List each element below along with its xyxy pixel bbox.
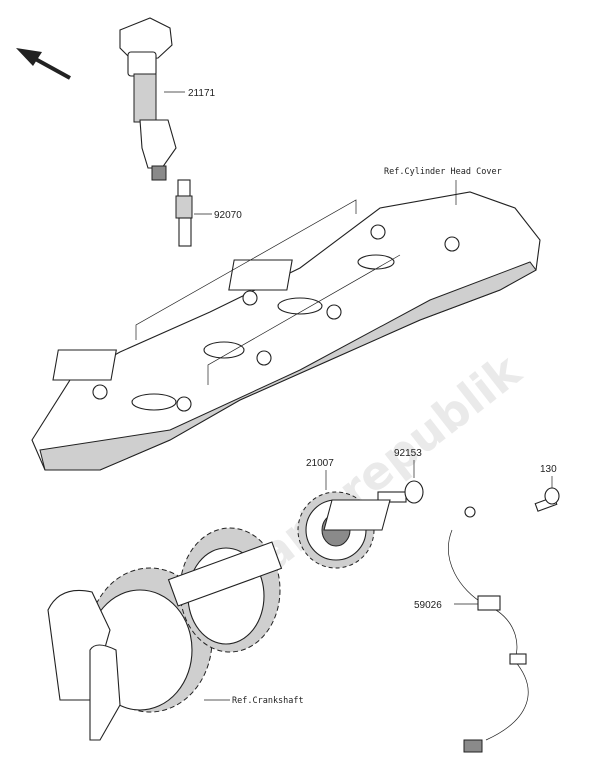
crankshaft-sensor[interactable] [323, 499, 529, 753]
part-label-21007: 21007 [306, 458, 334, 469]
part-label-59026: 59026 [414, 600, 442, 611]
cylinder-head-cover [31, 180, 541, 471]
part-label-130: 130 [540, 464, 557, 475]
part-label-92153: 92153 [394, 448, 422, 459]
ref-crankshaft: Ref.Crankshaft [232, 696, 304, 706]
ignition-coil[interactable] [119, 17, 185, 181]
bolt-92153[interactable] [377, 460, 424, 504]
part-label-92070: 92070 [214, 210, 242, 221]
ref-cylinder-head-cover: Ref.Cylinder Head Cover [384, 167, 502, 177]
screw-130[interactable] [534, 476, 560, 512]
crankshaft [47, 527, 283, 741]
part-label-21171: 21171 [188, 88, 216, 99]
spark-plug[interactable] [175, 179, 212, 247]
front-arrow-icon [16, 48, 71, 80]
